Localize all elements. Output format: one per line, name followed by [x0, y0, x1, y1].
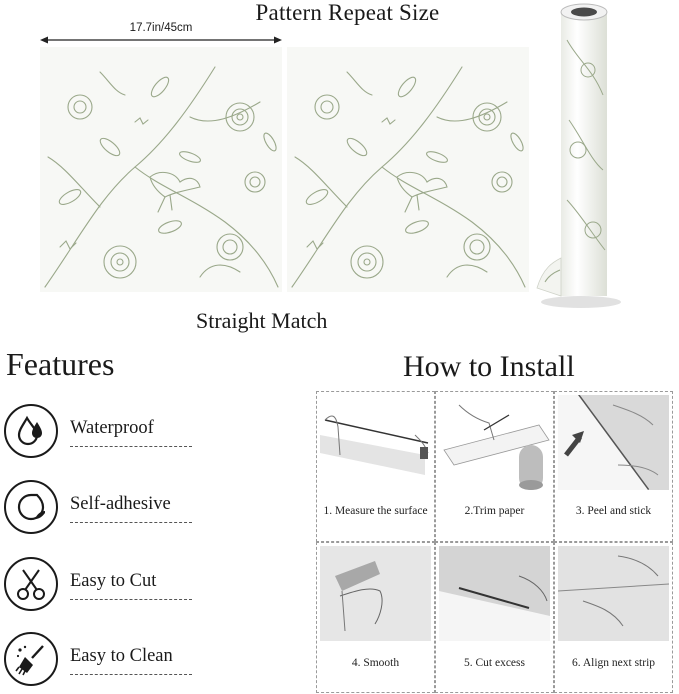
cut-excess-illustration [439, 546, 550, 641]
install-step-peel: 3. Peel and stick [554, 391, 673, 542]
feature-easy-to-clean: Easy to Clean [4, 632, 214, 692]
dashed-divider [70, 599, 192, 600]
pattern-repeat-title: Pattern Repeat Size [255, 0, 440, 25]
install-step-measure: 1. Measure the surface [316, 391, 435, 542]
install-step-align: 6. Align next strip [554, 542, 673, 693]
measure-illustration [320, 415, 429, 475]
peel-sticker-icon [4, 480, 58, 534]
dashed-divider [70, 674, 192, 675]
install-step-smooth: 4. Smooth [316, 542, 435, 693]
straight-match-label: Straight Match [196, 308, 328, 333]
pattern-panel-left [40, 47, 282, 292]
feature-label: Self-adhesive [70, 494, 171, 514]
pattern-panel-right [287, 47, 529, 292]
trim-illustration [443, 404, 550, 490]
dimension-arrow [40, 36, 282, 44]
step-label: 5. Cut excess [463, 657, 525, 669]
step-label: 2.Trim paper [464, 505, 525, 517]
floral-pattern-image [291, 66, 526, 288]
smooth-illustration [320, 546, 431, 641]
features-title: Features [6, 346, 115, 382]
install-title: How to Install [403, 350, 575, 383]
feature-easy-to-cut: Easy to Cut [4, 557, 214, 617]
feature-label: Waterproof [70, 418, 154, 438]
dimension-label: 17.7in/45cm [129, 22, 193, 34]
dashed-divider [70, 522, 192, 523]
step-label: 3. Peel and stick [575, 505, 652, 517]
cleaning-brush-icon [4, 632, 58, 686]
wallpaper-roll-image [536, 3, 621, 308]
feature-self-adhesive: Self-adhesive [4, 480, 214, 540]
dashed-divider [70, 446, 192, 447]
step-label: 6. Align next strip [571, 657, 656, 669]
step-label: 4. Smooth [351, 657, 400, 669]
install-step-cut-excess: 5. Cut excess [435, 542, 554, 693]
step-label: 1. Measure the surface [323, 505, 428, 517]
feature-label: Easy to Clean [70, 646, 173, 666]
install-step-trim: 2.Trim paper [435, 391, 554, 542]
peel-illustration [558, 395, 669, 490]
feature-waterproof: Waterproof [4, 404, 214, 464]
floral-pattern-image [44, 66, 279, 288]
align-illustration [558, 546, 669, 641]
water-drops-icon [4, 404, 58, 458]
feature-label: Easy to Cut [70, 571, 157, 591]
scissors-icon [4, 557, 58, 611]
install-steps-grid: 1. Measure the surface 2.Trim paper 3. P… [316, 391, 673, 693]
